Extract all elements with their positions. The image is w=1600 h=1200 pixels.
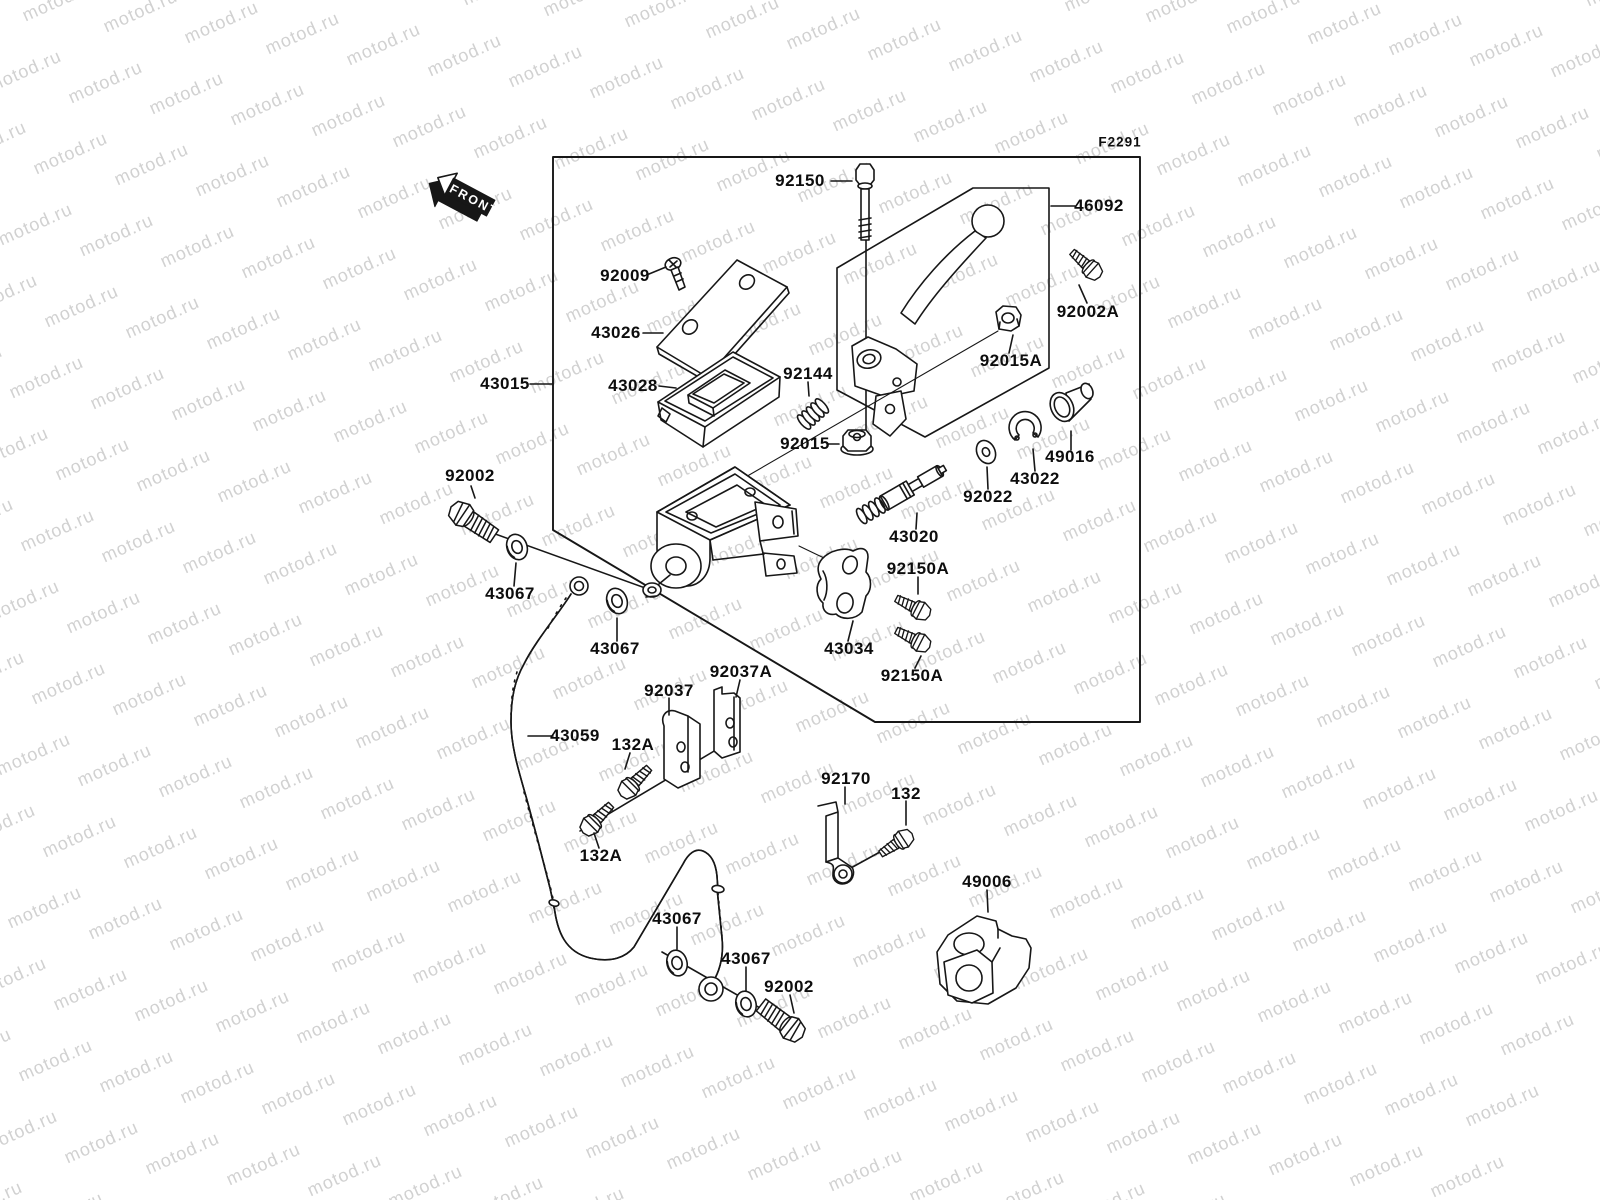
part-43015-master-cylinder-body xyxy=(642,466,799,598)
part-callout-92015A: 92015A xyxy=(979,351,1043,370)
part-46092-brake-lever xyxy=(851,204,1005,437)
part-callout-43059: 43059 xyxy=(550,726,600,745)
part-43026-reservoir-cap xyxy=(656,259,790,384)
part-92015-nut xyxy=(840,429,874,456)
part-43028-diaphragm xyxy=(657,351,781,448)
part-callout-92150A: 92150A xyxy=(886,559,950,578)
part-callout-92144: 92144 xyxy=(783,364,833,383)
part-43059-brake-hose xyxy=(510,576,725,1002)
part-callout-43034: 43034 xyxy=(824,639,874,658)
leader-lines xyxy=(470,180,1088,1014)
part-92015a-nut xyxy=(736,305,1022,483)
part-callout-92037: 92037 xyxy=(644,681,694,700)
front-arrow-plate xyxy=(444,177,496,217)
part-callout-132A: 132A xyxy=(611,735,655,754)
part-callout-92002: 92002 xyxy=(445,466,495,485)
part-callout-43067: 43067 xyxy=(485,584,535,603)
part-callout-43067: 43067 xyxy=(652,909,702,928)
part-callout-43022: 43022 xyxy=(1010,469,1060,488)
part-callout-92002: 92002 xyxy=(764,977,814,996)
part-callout-92150A: 92150A xyxy=(880,666,944,685)
part-callout-43028: 43028 xyxy=(608,376,658,395)
part-callout-43026: 43026 xyxy=(591,323,641,342)
part-49016-dust-cover xyxy=(1049,382,1094,423)
inner-box-lever-assy xyxy=(836,187,1050,438)
part-callout-92022: 92022 xyxy=(963,487,1013,506)
part-43020-piston-set xyxy=(855,464,948,525)
part-callout-92015: 92015 xyxy=(780,434,830,453)
part-callout-92170: 92170 xyxy=(821,769,871,788)
outer-box xyxy=(552,156,1141,723)
part-92037-bracket xyxy=(661,709,701,789)
part-callout-132: 132 xyxy=(891,784,921,803)
part-callout-49016: 49016 xyxy=(1045,447,1095,466)
part-callout-92002A: 92002A xyxy=(1056,302,1120,321)
part-92170-bracket xyxy=(817,801,855,885)
part-callout-43015: 43015 xyxy=(480,374,530,393)
part-43022-circlip xyxy=(1008,410,1042,441)
figure-code: F2291 xyxy=(1098,134,1142,150)
part-callout-49006: 49006 xyxy=(962,872,1012,891)
part-49006-hose-holder xyxy=(936,915,1032,1005)
part-callout-92009: 92009 xyxy=(600,266,650,285)
part-callout-46092: 46092 xyxy=(1074,196,1124,215)
part-92022-washer xyxy=(975,439,997,465)
part-callout-43067: 43067 xyxy=(590,639,640,658)
part-callout-132A: 132A xyxy=(579,846,623,865)
part-callout-43067: 43067 xyxy=(721,949,771,968)
part-92144-spring xyxy=(796,398,830,430)
part-callout-43020: 43020 xyxy=(889,527,939,546)
part-callout-92037A: 92037A xyxy=(709,662,773,681)
part-callout-92150: 92150 xyxy=(775,171,825,190)
part-43034-clamp xyxy=(798,545,872,620)
part-92150-pivot-bolt xyxy=(855,163,875,431)
